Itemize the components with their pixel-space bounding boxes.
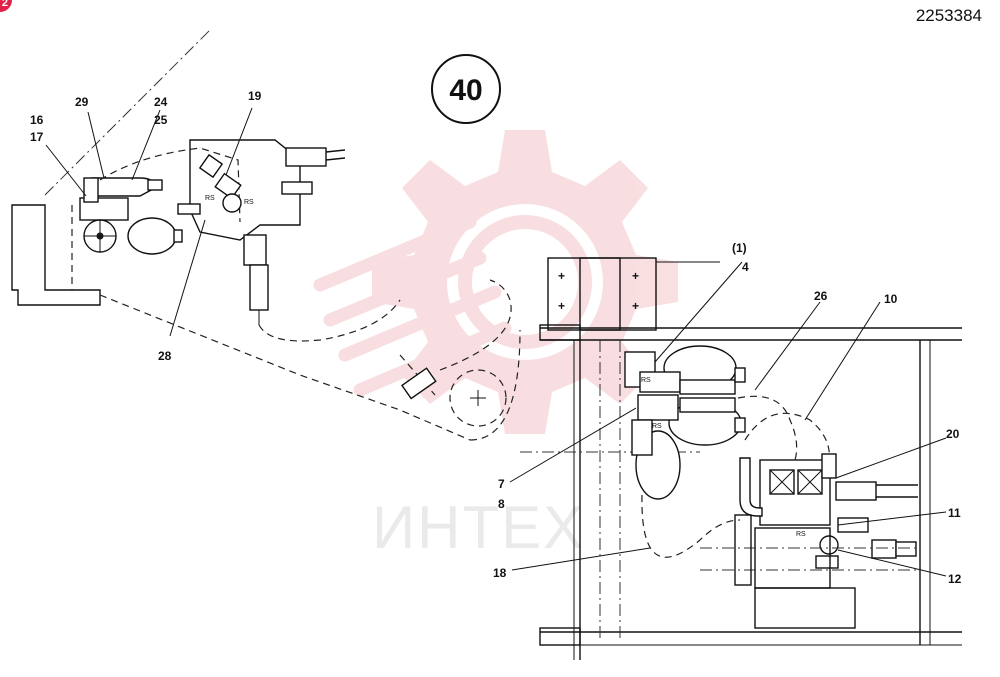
figure-number-label: 40 [449, 74, 482, 107]
callout-label: 25 [154, 113, 168, 127]
svg-text:+: + [632, 269, 639, 283]
callout-label: 26 [814, 289, 828, 303]
callout-label: 19 [248, 89, 262, 103]
callout-leaders [45, 107, 947, 577]
svg-text:+: + [558, 269, 565, 283]
callout-label: 17 [30, 130, 44, 144]
callout-label: 12 [948, 572, 962, 586]
callout-label: 4 [742, 260, 749, 274]
right-valve-assembly: + + + + RS RS [520, 257, 962, 660]
svg-text:+: + [558, 299, 565, 313]
callout-label: 11 [948, 506, 961, 520]
document-number: 2253384 [915, 6, 982, 25]
callout-label: 18 [493, 566, 507, 580]
callout-label: 16 [30, 113, 44, 127]
figure-number: 40 [431, 54, 501, 124]
watermark-text: ИНТЕХ [372, 494, 585, 561]
callout-label: 20 [946, 427, 960, 441]
valve-mark: RS [205, 195, 215, 202]
valve-mark: RS [244, 199, 254, 206]
valve-mark: RS [641, 377, 651, 384]
callout-label: 29 [75, 95, 89, 109]
svg-text:+: + [632, 299, 639, 313]
callout-label: 10 [884, 292, 898, 306]
callout-label: 28 [158, 349, 172, 363]
callout-label: 24 [154, 95, 168, 109]
callout-label: 7 [498, 477, 505, 491]
callout-labels: 16 17 29 24 25 19 28 (1) 4 26 10 20 7 8 … [30, 89, 962, 586]
valve-mark: RS [652, 423, 662, 430]
callout-label: (1) [732, 241, 747, 255]
callout-label: 8 [498, 497, 505, 511]
valve-mark: RS [796, 531, 806, 538]
watermark-gear-logo: ИНТЕХ [313, 130, 678, 561]
left-pump-assembly: RS RS [11, 29, 521, 441]
